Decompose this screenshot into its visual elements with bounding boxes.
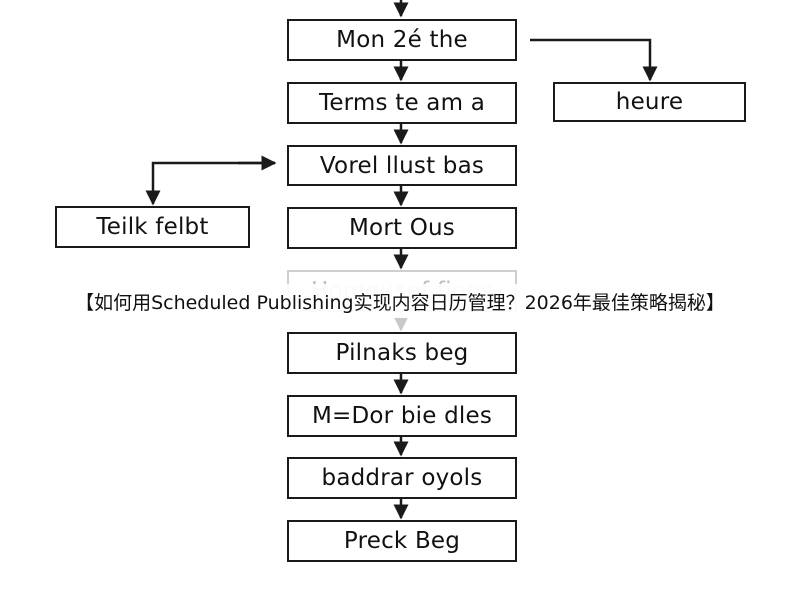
flow-node-2: Terms te am a bbox=[287, 82, 517, 124]
flow-node-3: heure bbox=[553, 82, 746, 122]
flow-node-1: Mon 2é the bbox=[287, 19, 517, 61]
arrow-n4-n5 bbox=[145, 161, 275, 206]
flow-node-4: Vorel llust bas bbox=[287, 145, 517, 186]
flow-node-9: M=Dor bie dles bbox=[287, 395, 517, 437]
flow-node-11: Preck Beg bbox=[287, 520, 517, 562]
flow-node-8: Pilnaks beg bbox=[287, 332, 517, 374]
flow-node-6: Mort Ous bbox=[287, 207, 517, 249]
arrow-n1-n3 bbox=[530, 38, 658, 82]
caption-banner: 【如何用Scheduled Publishing实现内容日历管理？2026年最佳… bbox=[0, 284, 800, 318]
flow-node-5: Teilk felbt bbox=[55, 206, 250, 248]
flow-node-10: baddrar oyols bbox=[287, 457, 517, 499]
